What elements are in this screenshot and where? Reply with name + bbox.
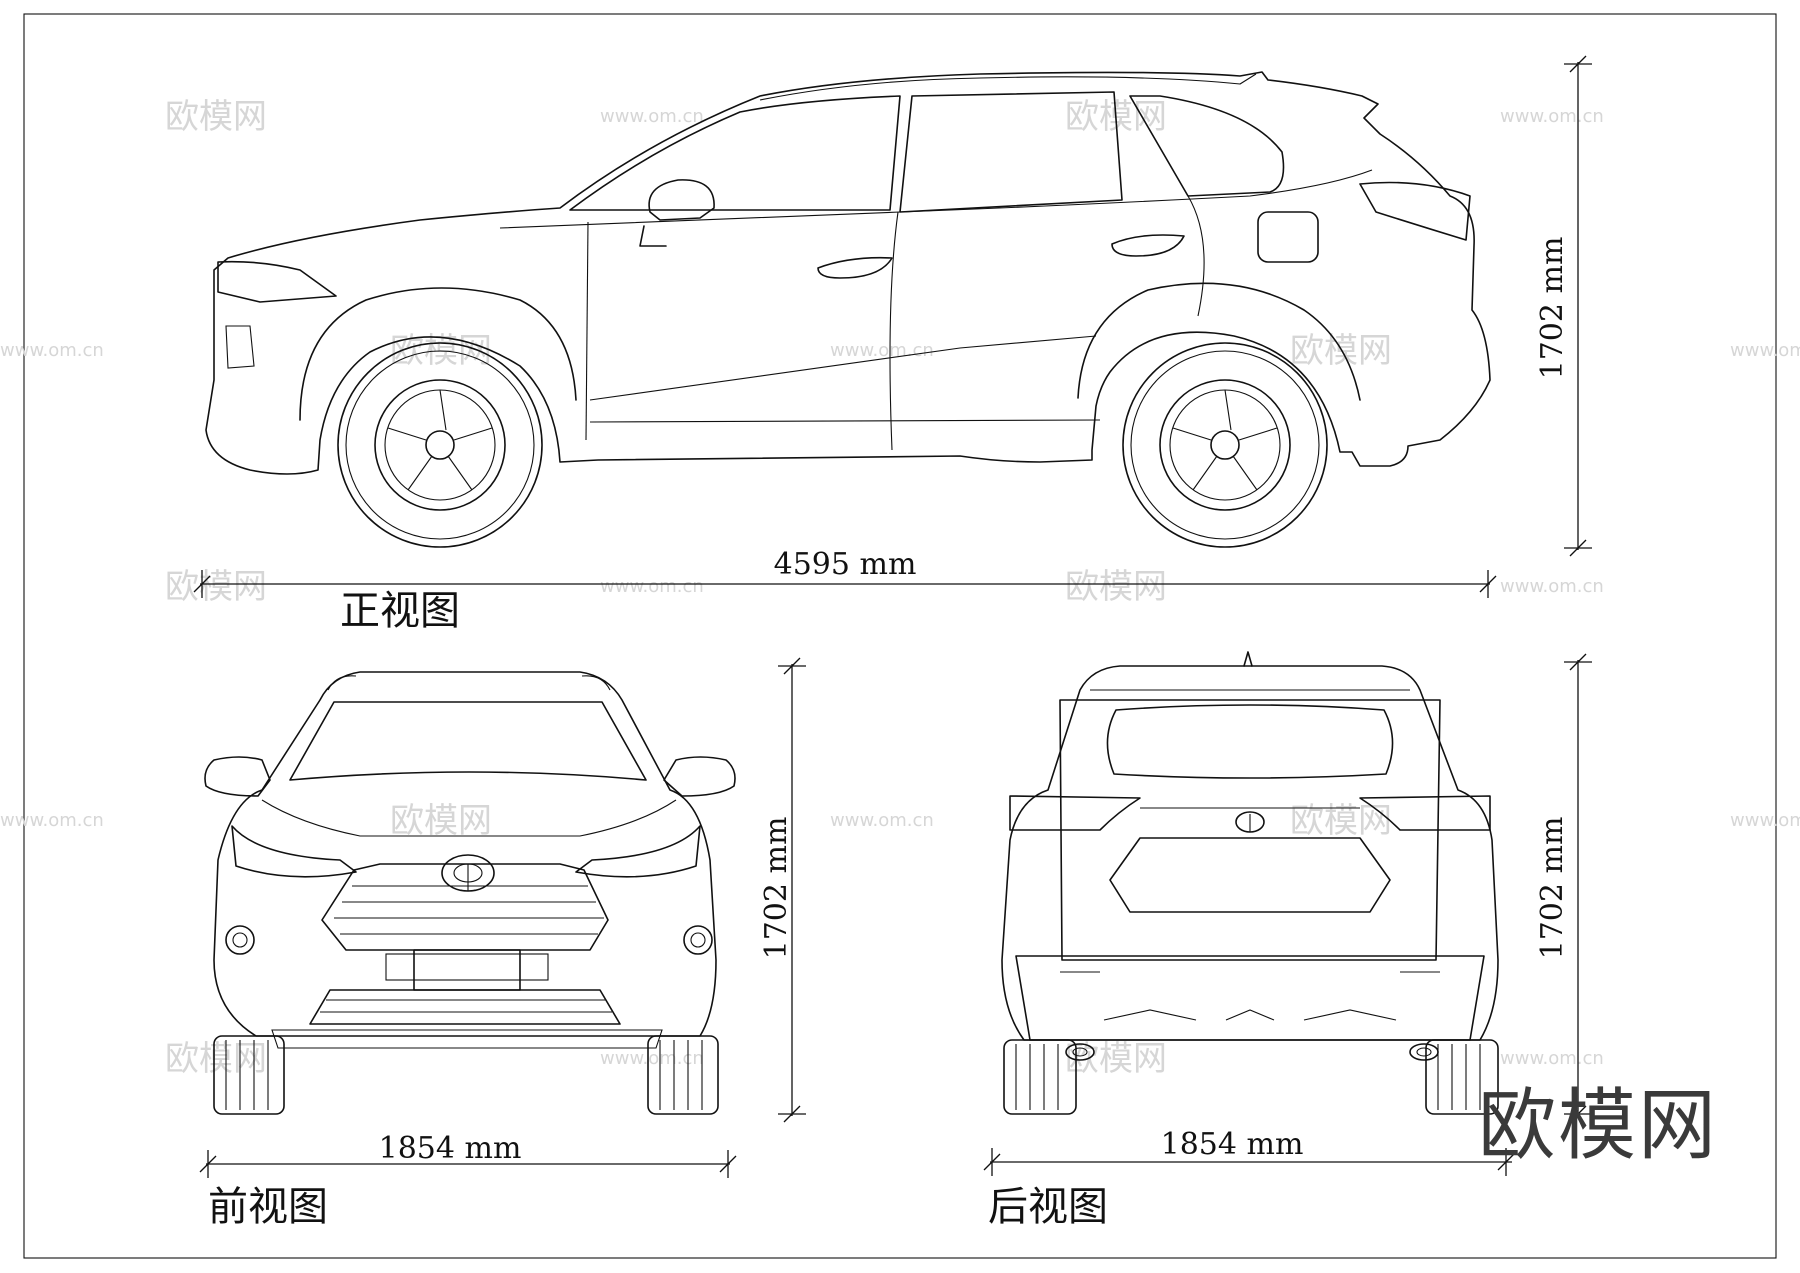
- front-license-plate: [413, 949, 521, 991]
- watermark-brand: 欧模网: [165, 1039, 267, 1079]
- side-taillight: [1359, 181, 1471, 241]
- rear-bumper-details: [1060, 971, 1440, 1021]
- front-emblem: [441, 854, 495, 892]
- rear-emblem: [1235, 811, 1265, 833]
- side-body-outline: [205, 71, 1491, 475]
- side-door-rear-line: [1187, 195, 1205, 317]
- front-tire-right: [647, 1035, 719, 1115]
- front-windshield: [289, 701, 647, 781]
- front-lower-intake: [309, 989, 621, 1025]
- watermark-url: www.om.cn: [600, 576, 704, 597]
- watermark-url: www.om.cn: [1730, 340, 1800, 361]
- watermark-url: www.om.cn: [830, 810, 934, 831]
- side-roof-rail: [759, 73, 1257, 101]
- front-height-label: 1702 mm: [759, 817, 794, 960]
- rear-view: [1001, 651, 1499, 1115]
- front-mirror-left: [204, 756, 271, 797]
- watermark-url: www.om.cn: [1730, 810, 1800, 831]
- rear-width-label: 1854 mm: [1161, 1127, 1304, 1162]
- watermark-brand: 欧模网: [1065, 1039, 1167, 1079]
- front-height-dimension: 1702 mm: [759, 657, 806, 1123]
- front-intake-slats: [320, 999, 612, 1013]
- watermark-brand: 欧模网: [390, 801, 492, 841]
- rear-taillight-right: [1359, 795, 1491, 831]
- drawing-frame: [23, 13, 1777, 1259]
- watermark-brand: 欧模网: [165, 97, 267, 137]
- side-fuel-door: [1257, 211, 1319, 263]
- side-wheel-front: [337, 342, 543, 548]
- rear-antenna: [1243, 651, 1253, 667]
- front-mirror-right: [663, 756, 736, 797]
- side-height-dimension: 1702 mm: [1535, 55, 1592, 557]
- watermark-brand: 欧模网: [165, 567, 267, 607]
- front-headlight-right: [575, 825, 701, 878]
- front-fog-lamp-left: [225, 925, 255, 955]
- watermark-url: www.om.cn: [0, 340, 104, 361]
- watermark-url: www.om.cn: [1500, 576, 1604, 597]
- front-view-caption: 前视图: [208, 1184, 328, 1230]
- rear-tire-left: [1003, 1039, 1077, 1115]
- watermark-url: www.om.cn: [600, 1048, 704, 1069]
- front-body-outline: [213, 671, 717, 1037]
- rear-height-label: 1702 mm: [1535, 817, 1570, 960]
- side-wheel-arch-rear: [1077, 282, 1361, 401]
- brand-logo: 欧模网: [1478, 1081, 1718, 1171]
- side-door-handle-front: [817, 256, 893, 279]
- side-window-front: [569, 95, 901, 211]
- rear-taillight-left: [1009, 795, 1141, 831]
- rear-width-dimension: 1854 mm: [983, 1127, 1515, 1176]
- front-grille-slats: [334, 885, 604, 935]
- front-width-label: 1854 mm: [379, 1131, 522, 1166]
- rear-tailgate: [1059, 699, 1441, 961]
- watermark-url: www.om.cn: [1500, 106, 1604, 127]
- side-wheel-arch-front: [299, 287, 577, 421]
- rear-exhaust-right: [1409, 1043, 1439, 1061]
- rear-spoiler: [1090, 689, 1410, 701]
- side-lower-line: [589, 335, 1097, 401]
- side-window-rear: [1129, 95, 1285, 197]
- side-wheel-rear: [1122, 342, 1328, 548]
- side-view: [205, 71, 1491, 548]
- watermark-brand: 欧模网: [1065, 567, 1167, 607]
- front-roof-rails: [327, 675, 611, 691]
- front-fog-lamp-right: [683, 925, 713, 955]
- side-headlight: [217, 260, 337, 303]
- front-hood-line: [261, 799, 677, 837]
- rear-view-caption: 后视图: [988, 1184, 1108, 1230]
- side-view-caption: 正视图: [340, 588, 460, 634]
- side-character-line: [499, 169, 1373, 229]
- side-window-middle: [899, 91, 1123, 213]
- watermark-brand: 欧模网: [1290, 331, 1392, 371]
- side-fog-lamp: [225, 325, 255, 369]
- side-length-label: 4595 mm: [774, 547, 917, 582]
- side-sill-line: [589, 419, 1101, 423]
- front-view: [204, 671, 736, 1115]
- rear-window: [1106, 704, 1394, 779]
- side-door-divider: [889, 211, 899, 451]
- front-tire-left: [213, 1035, 285, 1115]
- front-bumper-skid: [271, 1029, 663, 1049]
- side-length-dimension: 4595 mm: [193, 547, 1497, 598]
- rear-height-dimension: 1702 mm: [1535, 653, 1592, 1123]
- rear-bumper: [1015, 955, 1485, 1041]
- front-grille: [321, 863, 609, 951]
- front-headlight-left: [231, 825, 357, 878]
- rear-body-outline: [1001, 665, 1499, 1041]
- watermark-brand: 欧模网: [1290, 801, 1392, 841]
- watermark-url: www.om.cn: [600, 106, 704, 127]
- watermark-url: www.om.cn: [830, 340, 934, 361]
- side-height-label: 1702 mm: [1535, 237, 1570, 380]
- front-width-dimension: 1854 mm: [199, 1131, 737, 1178]
- watermark-layer: 欧模网 www.om.cn 欧模网 www.om.cn www.om.cn 欧模…: [0, 97, 1800, 1079]
- side-door-handle-rear: [1111, 234, 1185, 257]
- rear-exhaust-left: [1065, 1043, 1095, 1061]
- watermark-url: www.om.cn: [0, 810, 104, 831]
- rear-plate-recess: [1109, 837, 1391, 913]
- front-plate-frame: [385, 953, 549, 981]
- rear-tire-right: [1425, 1039, 1499, 1115]
- side-mirror: [639, 179, 715, 247]
- watermark-url: www.om.cn: [1500, 1048, 1604, 1069]
- side-door-front-line: [585, 221, 589, 441]
